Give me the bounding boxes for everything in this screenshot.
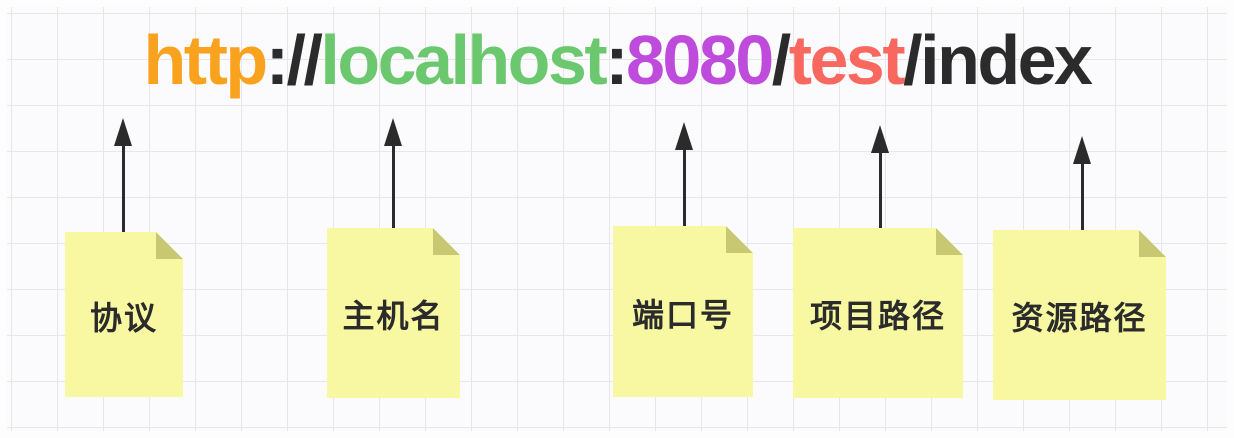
arrow-shaft [878, 153, 882, 228]
url-segment-port-separator: : [605, 21, 628, 99]
arrow-up-icon [384, 118, 402, 146]
arrow-shaft [1080, 164, 1084, 230]
arrow-port [674, 122, 694, 226]
arrow-host [383, 118, 403, 228]
note-label: 端口号 [631, 296, 734, 333]
folded-corner-icon [726, 226, 753, 253]
arrow-shaft [391, 146, 395, 228]
folded-corner-icon [1139, 230, 1166, 257]
url-segment-path-separator-1: / [771, 21, 791, 99]
note-protocol: 协议 [65, 232, 183, 397]
arrow-project-path [870, 125, 890, 228]
folded-corner-icon [936, 228, 963, 255]
arrow-resource-path [1072, 136, 1092, 230]
arrow-protocol [113, 118, 133, 232]
note-label: 主机名 [342, 298, 445, 334]
folded-corner-icon [156, 232, 183, 259]
note-label: 项目路径 [809, 298, 946, 334]
arrow-up-icon [1073, 136, 1091, 164]
folded-corner-icon [433, 228, 460, 255]
arrow-up-icon [114, 118, 132, 146]
arrow-shaft [682, 150, 686, 226]
url-segment-path-separator-2: / [903, 21, 922, 99]
note-project-path: 项目路径 [793, 228, 963, 398]
url-segment-protocol: http [143, 21, 269, 99]
note-label: 资源路径 [1011, 300, 1148, 336]
url-segment-resource-path: index [920, 21, 1093, 99]
url-segment-host: localhost [320, 21, 607, 99]
arrow-shaft [121, 146, 125, 232]
note-resource-path: 资源路径 [993, 230, 1166, 400]
arrow-up-icon [675, 122, 693, 150]
arrow-up-icon [871, 125, 889, 153]
note-port: 端口号 [613, 226, 753, 397]
url-segment-port: 8080 [626, 21, 774, 99]
note-label: 协议 [89, 299, 158, 336]
note-host: 主机名 [327, 228, 460, 398]
url-text: http://localhost:8080/test/index [0, 21, 1234, 99]
url-segment-scheme-separator: :// [265, 21, 323, 99]
url-segment-project-path: test [788, 21, 906, 99]
